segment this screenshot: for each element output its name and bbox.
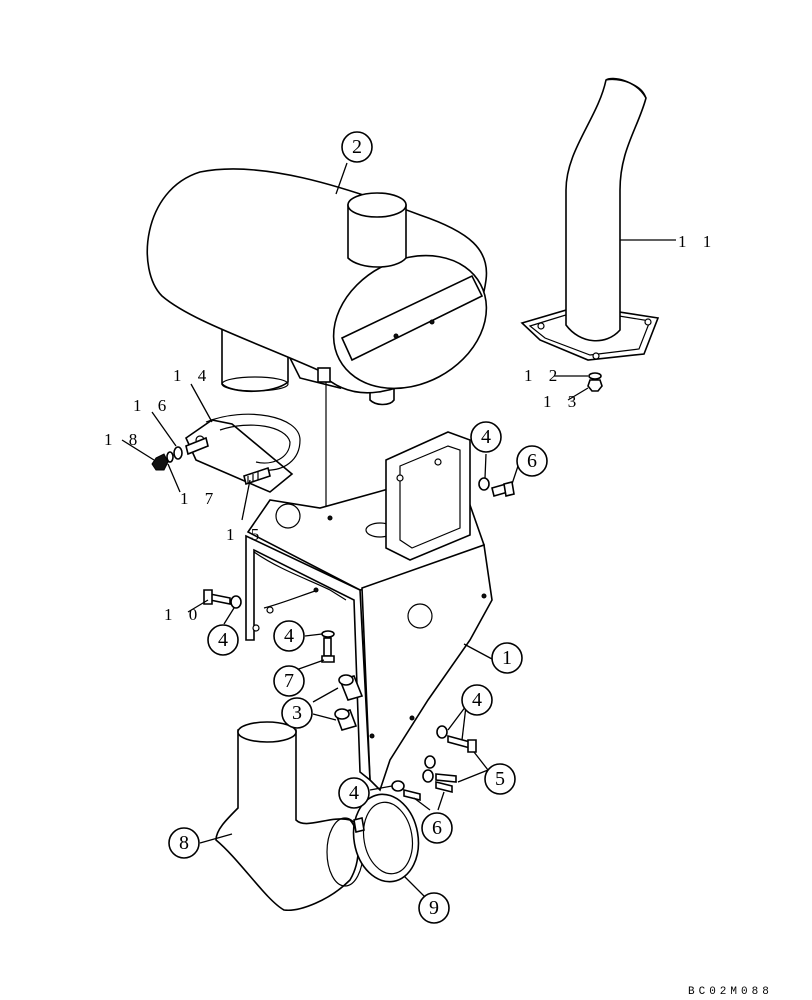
nut-18 xyxy=(151,453,169,471)
callout-13: 1 3 xyxy=(543,392,582,411)
callout-circles xyxy=(168,131,548,924)
washer-4-left xyxy=(230,595,242,609)
callout-1: 1 xyxy=(502,647,512,669)
callout-8: 8 xyxy=(179,832,189,854)
spacer-3-upper xyxy=(338,674,364,701)
spacer-3-lower xyxy=(334,708,358,731)
washer-4-right xyxy=(436,725,448,739)
washer-4-bottom xyxy=(391,780,405,792)
support-bracket xyxy=(245,431,493,792)
bolt-7 xyxy=(321,637,335,663)
band-clamp xyxy=(352,793,420,883)
washer-16 xyxy=(173,446,183,460)
washer-4-lower-a xyxy=(424,755,436,769)
drawing-code: BC02M088 xyxy=(688,986,773,998)
washer-4-top xyxy=(478,477,490,491)
callout-6-top: 6 xyxy=(527,450,537,472)
bolt-10 xyxy=(203,589,231,605)
callout-9: 9 xyxy=(429,897,439,919)
callout-4-left: 4 xyxy=(218,629,228,651)
callout-11: 1 1 xyxy=(678,232,717,251)
lockwasher-17 xyxy=(166,451,174,463)
tail-pipe xyxy=(520,77,660,361)
callout-17: 1 7 xyxy=(180,489,219,508)
washer-12 xyxy=(588,372,602,380)
clamp-assembly xyxy=(184,413,301,493)
bolt-5-upper xyxy=(447,734,477,753)
callout-14: 1 4 xyxy=(173,366,212,385)
callout-16: 1 6 xyxy=(133,396,172,415)
bolt-6-top xyxy=(491,481,515,497)
washer-4-mid xyxy=(321,630,335,638)
callout-4-bottom: 4 xyxy=(349,782,359,804)
callout-12: 1 2 xyxy=(524,366,563,385)
muffler xyxy=(146,168,488,515)
callout-2: 2 xyxy=(352,136,362,158)
nut-13 xyxy=(587,379,603,392)
callout-4-top: 4 xyxy=(481,426,491,448)
callout-5: 5 xyxy=(495,768,505,790)
callout-10: 1 0 xyxy=(164,605,203,624)
bolt-5-lower xyxy=(435,773,457,783)
bolt-6-lower xyxy=(403,780,453,802)
callout-4-right: 4 xyxy=(472,689,482,711)
washer-4-lower-b xyxy=(422,769,434,783)
callout-4-mid: 4 xyxy=(284,625,294,647)
elbow-pipe xyxy=(215,721,364,911)
callout-15: 1 5 xyxy=(226,525,265,544)
leader-lines xyxy=(121,162,676,899)
callout-6-lower: 6 xyxy=(432,817,442,839)
callout-18: 1 8 xyxy=(104,430,143,449)
callout-7: 7 xyxy=(284,670,294,692)
callout-3: 3 xyxy=(292,702,302,724)
